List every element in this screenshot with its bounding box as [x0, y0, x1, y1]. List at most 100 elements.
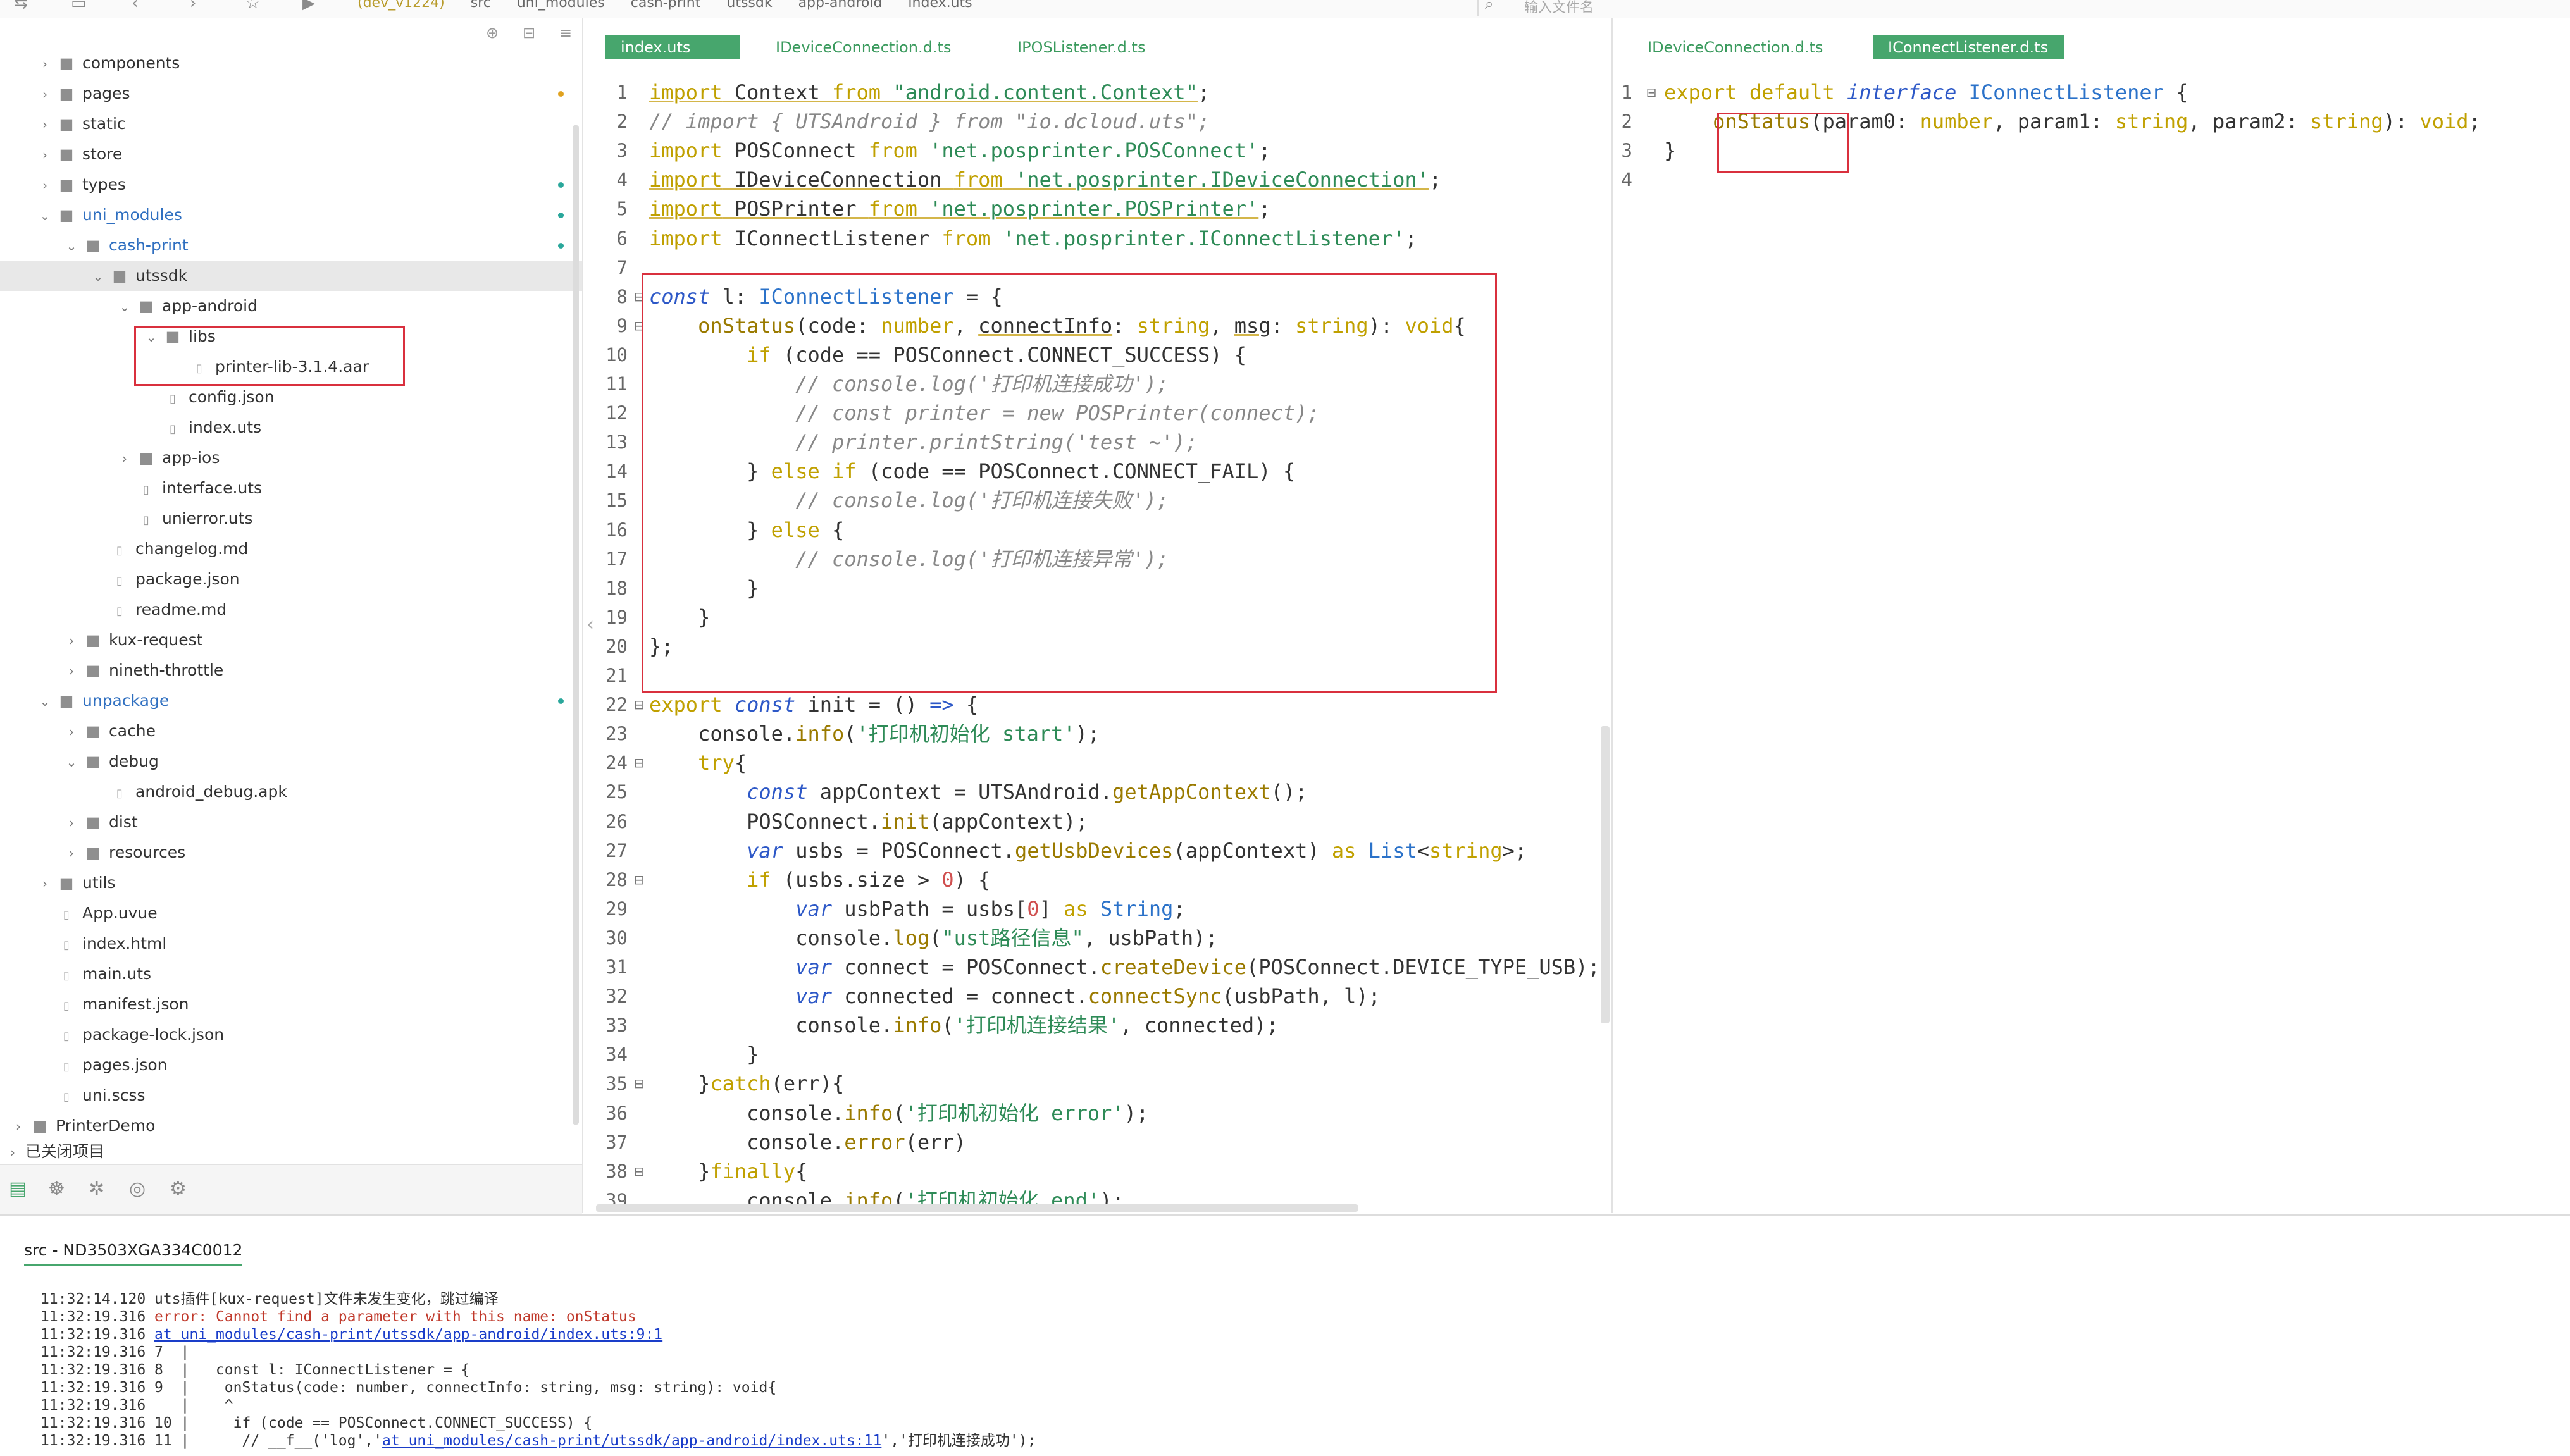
editor-scrollbar[interactable]	[1601, 726, 1610, 1023]
tree-item[interactable]: ▯pages.json	[0, 1050, 582, 1080]
chevron-down-icon[interactable]: ⌄	[39, 694, 51, 709]
tree-item[interactable]: ▯index.uts	[0, 412, 582, 443]
chevron-right-icon[interactable]: ›	[42, 876, 47, 891]
source-link[interactable]: at uni_modules/cash-print/utssdk/app-and…	[154, 1326, 663, 1343]
tree-item[interactable]: ▯readme.md	[0, 595, 582, 625]
tree-item[interactable]: ▯package-lock.json	[0, 1020, 582, 1050]
chevron-right-icon[interactable]: ›	[42, 178, 47, 193]
tree-item[interactable]: ⌄■app-android	[0, 291, 582, 321]
tree-item[interactable]: ⌄■utssdk	[0, 261, 582, 291]
tab-iposlistener[interactable]: IPOSListener.d.ts	[1017, 39, 1146, 56]
source-link[interactable]: at uni_modules/cash-print/utssdk/app-and…	[382, 1433, 882, 1449]
chevron-right-icon[interactable]: ›	[69, 846, 74, 861]
tree-item[interactable]: ▯android_debug.apk	[0, 777, 582, 807]
tree-item[interactable]: ▯manifest.json	[0, 989, 582, 1020]
save-icon[interactable]: ▭	[71, 0, 87, 13]
chevron-right-icon[interactable]: ›	[69, 663, 74, 679]
chevron-right-icon[interactable]: ›	[69, 633, 74, 648]
tree-item[interactable]: ›■dist	[0, 807, 582, 837]
tab-iconnectlistener[interactable]: IConnectListener.d.ts	[1873, 35, 2064, 59]
chevron-down-icon[interactable]: ⌄	[66, 238, 77, 254]
tree-item[interactable]: ⌄■cash-print	[0, 230, 582, 261]
tree-item[interactable]: ▯index.html	[0, 929, 582, 959]
tree-item[interactable]: ›■PrinterDemo	[0, 1111, 582, 1141]
tree-item[interactable]: ⌄■unpackage	[0, 686, 582, 716]
debug-icon[interactable]: ✲	[89, 1178, 105, 1200]
collapse-handle-icon[interactable]: ‹	[587, 614, 594, 636]
fold-icon[interactable]: ⊟	[633, 1163, 645, 1179]
tree-item[interactable]: ▯main.uts	[0, 959, 582, 989]
tree-item[interactable]: ›■utils	[0, 868, 582, 898]
sync-icon[interactable]: ⇆	[14, 0, 28, 13]
chevron-down-icon[interactable]: ⌄	[66, 755, 77, 770]
forward-icon[interactable]: ›	[190, 0, 197, 13]
line-number: 29	[605, 898, 628, 920]
fold-icon[interactable]: ⊟	[633, 872, 645, 887]
tree-item[interactable]: ▯App.uvue	[0, 898, 582, 929]
tree-item[interactable]: ⌄■uni_modules	[0, 200, 582, 230]
fold-icon[interactable]: ⊟	[633, 755, 645, 771]
chevron-right-icon[interactable]: ›	[122, 451, 127, 466]
fold-icon[interactable]: ⊟	[1646, 85, 1657, 100]
chevron-down-icon[interactable]: ⌄	[119, 299, 130, 314]
editor-hscrollbar[interactable]	[596, 1204, 1358, 1212]
tree-item[interactable]: ▯unierror.uts	[0, 503, 582, 534]
tree-item[interactable]: ›■static	[0, 109, 582, 139]
tree-item[interactable]: ›■nineth-throttle	[0, 655, 582, 686]
chevron-right-icon[interactable]: ›	[42, 87, 47, 102]
locate-icon[interactable]: ⊕	[486, 24, 499, 42]
editor-right[interactable]: IDeviceConnection.d.ts IConnectListener.…	[1613, 18, 2570, 1213]
breadcrumb-item[interactable]: uni_modules	[516, 0, 605, 11]
tree-item[interactable]: ▯interface.uts	[0, 473, 582, 503]
tree-item[interactable]: ⌄■libs	[0, 321, 582, 352]
sidebar-scrollbar[interactable]	[573, 125, 579, 1125]
fold-icon[interactable]: ⊟	[633, 697, 645, 713]
run-icon[interactable]: ▶	[302, 0, 315, 13]
fold-icon[interactable]: ⊟	[633, 1076, 645, 1092]
collapse-all-icon[interactable]: ⊟	[523, 24, 536, 42]
tab-index-uts[interactable]: index.uts	[605, 35, 740, 59]
explorer-icon[interactable]: ▤	[9, 1178, 27, 1200]
tree-item[interactable]: ⌄■debug	[0, 746, 582, 777]
tree-item[interactable]: ▯printer-lib-3.1.4.aar	[0, 352, 582, 382]
tree-item[interactable]: ▯changelog.md	[0, 534, 582, 564]
plugin-icon[interactable]: ☸	[48, 1178, 65, 1200]
tree-item[interactable]: ▯config.json	[0, 382, 582, 412]
settings-icon[interactable]: ⚙	[170, 1178, 187, 1200]
chevron-right-icon[interactable]: ›	[69, 815, 74, 830]
chevron-right-icon[interactable]: ›	[69, 724, 74, 739]
menu-icon[interactable]: ≡	[559, 24, 573, 42]
editor-left[interactable]: index.uts IDeviceConnection.d.ts IPOSLis…	[583, 18, 1613, 1213]
console-tab[interactable]: src - ND3503XGA334C0012	[24, 1241, 243, 1266]
tree-item[interactable]: ▯package.json	[0, 564, 582, 595]
chevron-down-icon[interactable]: ⌄	[92, 269, 104, 284]
chevron-right-icon[interactable]: ›	[42, 117, 47, 132]
tree-item[interactable]: ›■types	[0, 170, 582, 200]
breadcrumb-branch[interactable]: (dev_v1224)	[357, 0, 445, 11]
breadcrumb-item[interactable]: app-android	[798, 0, 883, 11]
tree-item[interactable]: ›■resources	[0, 837, 582, 868]
tree-item[interactable]: ›■app-ios	[0, 443, 582, 473]
tree-item[interactable]: ›■pages	[0, 78, 582, 109]
chevron-right-icon[interactable]: ›	[16, 1119, 21, 1134]
tab-ideviceconnection[interactable]: IDeviceConnection.d.ts	[1648, 39, 1823, 56]
chevron-right-icon[interactable]: ›	[42, 147, 47, 163]
back-icon[interactable]: ‹	[132, 0, 139, 13]
breadcrumb-item[interactable]: cash-print	[630, 0, 701, 11]
chevron-right-icon[interactable]: ›	[42, 56, 47, 71]
chevron-down-icon[interactable]: ⌄	[39, 208, 51, 223]
search-panel-icon[interactable]: ◎	[129, 1178, 146, 1200]
tree-item[interactable]: ▯uni.scss	[0, 1080, 582, 1111]
tree-item[interactable]: ›■kux-request	[0, 625, 582, 655]
breadcrumb-item[interactable]: index.uts	[908, 0, 972, 11]
star-icon[interactable]: ☆	[245, 0, 261, 13]
chevron-down-icon[interactable]: ⌄	[146, 330, 157, 345]
tree-item[interactable]: ›■cache	[0, 716, 582, 746]
closed-projects[interactable]: ›已关闭项目	[0, 1138, 582, 1165]
file-search-input[interactable]: ⌕ 输入文件名	[1477, 0, 2570, 16]
tree-item[interactable]: ›■store	[0, 139, 582, 170]
tab-ideviceconnection[interactable]: IDeviceConnection.d.ts	[776, 39, 952, 56]
tree-item[interactable]: ›■components	[0, 48, 582, 78]
breadcrumb-item[interactable]: src	[470, 0, 491, 11]
breadcrumb-item[interactable]: utssdk	[726, 0, 773, 11]
